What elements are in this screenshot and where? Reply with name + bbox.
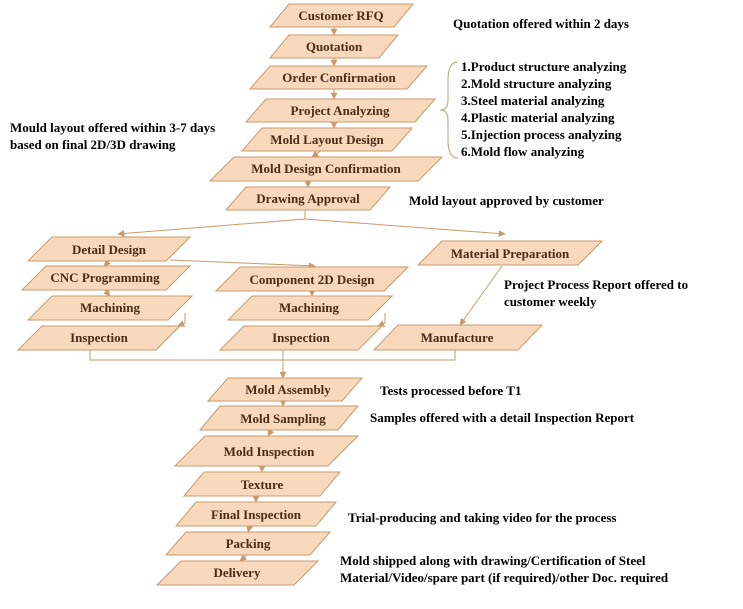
node-label-texture: Texture: [241, 477, 284, 492]
node-quotation: Quotation: [268, 34, 400, 59]
note-line: Material/Video/spare part (if required)/…: [340, 570, 669, 585]
connector-machining-inspection-mid: [377, 313, 386, 327]
node-label-project-analyzing: Project Analyzing: [290, 103, 390, 118]
node-label-inspection-mid: Inspection: [272, 330, 331, 345]
connector-merge-left: [89, 350, 287, 379]
node-mold-inspection: Mold Inspection: [173, 435, 360, 467]
note-process-report: Project Process Report offered to custom…: [504, 276, 688, 310]
node-delivery: Delivery: [155, 560, 320, 586]
node-label-mold-design-confirmation: Mold Design Confirmation: [251, 161, 401, 176]
node-label-packing: Packing: [226, 536, 271, 551]
node-label-mold-layout-design: Mold Layout Design: [270, 132, 384, 147]
node-label-delivery: Delivery: [214, 565, 261, 580]
analysis-item: 3.Steel material analyzing: [461, 93, 605, 108]
note-trial: Trial-producing and taking video for the…: [348, 510, 617, 525]
analysis-item: 5.Injection process analyzing: [461, 127, 622, 142]
analysis-item: 1.Product structure analyzing: [461, 59, 627, 74]
connector-branch-right: [304, 218, 506, 238]
node-mold-sampling: Mold Sampling: [198, 405, 360, 431]
node-label-machining-left: Machining: [80, 300, 140, 315]
node-texture: Texture: [182, 471, 342, 497]
node-customer-rfq: Customer RFQ: [268, 3, 415, 28]
note-layout-approved: Mold layout approved by customer: [409, 193, 604, 208]
connector-machining-inspection-left: [177, 313, 186, 327]
connector-merge-right: [283, 350, 456, 361]
node-inspection-mid: Inspection: [218, 325, 384, 351]
node-packing: Packing: [164, 531, 332, 556]
node-project-analyzing: Project Analyzing: [244, 98, 437, 123]
node-manufacture: Manufacture: [372, 324, 544, 351]
node-label-material-preparation: Material Preparation: [451, 246, 570, 261]
node-label-mold-inspection: Mold Inspection: [224, 444, 315, 459]
note-line: customer weekly: [504, 294, 597, 309]
node-mold-assembly: Mold Assembly: [206, 377, 364, 402]
analysis-item: 2.Mold structure analyzing: [461, 76, 612, 91]
note-quotation-time: Quotation offered within 2 days: [453, 16, 629, 31]
note-analysis-list: 1.Product structure analyzing 2.Mold str…: [461, 58, 626, 160]
node-label-component-2d-design: Component 2D Design: [250, 272, 376, 287]
node-label-machining-mid: Machining: [279, 300, 339, 315]
node-machining-left: Machining: [26, 295, 194, 321]
node-label-order-confirmation: Order Confirmation: [282, 70, 396, 85]
note-mould-layout: Mould layout offered within 3-7 days bas…: [10, 119, 215, 153]
note-line: Project Process Report offered to: [504, 277, 689, 292]
node-label-manufacture: Manufacture: [421, 330, 494, 345]
analysis-item: 6.Mold flow analyzing: [461, 144, 585, 159]
node-component-2d-design: Component 2D Design: [214, 266, 410, 292]
node-label-mold-sampling: Mold Sampling: [240, 411, 326, 426]
node-material-preparation: Material Preparation: [416, 240, 604, 266]
node-order-confirmation: Order Confirmation: [248, 65, 429, 90]
node-cnc-programming: CNC Programming: [20, 265, 192, 291]
node-label-customer-rfq: Customer RFQ: [298, 8, 383, 23]
node-label-quotation: Quotation: [306, 39, 363, 54]
node-inspection-left: Inspection: [16, 325, 182, 351]
analysis-bracket: [439, 61, 459, 159]
analysis-item: 4.Plastic material analyzing: [461, 110, 615, 125]
note-tests: Tests processed before T1: [380, 383, 522, 398]
node-label-mold-assembly: Mold Assembly: [245, 382, 331, 397]
node-mold-design-confirmation: Mold Design Confirmation: [208, 156, 444, 182]
connector-lines: [89, 27, 506, 562]
node-label-drawing-approval: Drawing Approval: [256, 191, 360, 206]
node-mold-layout-design: Mold Layout Design: [240, 127, 414, 152]
connector-approval-branch: [117, 209, 306, 237]
node-label-final-inspection: Final Inspection: [211, 507, 302, 522]
node-drawing-approval: Drawing Approval: [224, 186, 392, 211]
connector-material-manufacture: [459, 265, 503, 326]
node-label-cnc-programming: CNC Programming: [50, 270, 160, 285]
note-line: Mold shipped along with drawing/Certific…: [340, 553, 646, 568]
connector-detail-component: [169, 259, 316, 270]
note-line: based on final 2D/3D drawing: [10, 137, 176, 152]
node-final-inspection: Final Inspection: [174, 501, 338, 527]
node-label-inspection-left: Inspection: [70, 330, 129, 345]
process-nodes: Customer RFQ Quotation Order Confirmatio…: [16, 3, 604, 586]
note-samples: Samples offered with a detail Inspection…: [370, 410, 635, 425]
node-machining-mid: Machining: [226, 295, 394, 321]
node-label-detail-design: Detail Design: [72, 242, 147, 257]
note-shipping: Mold shipped along with drawing/Certific…: [340, 552, 668, 586]
note-line: Mould layout offered within 3-7 days: [10, 120, 216, 135]
node-detail-design: Detail Design: [26, 236, 192, 262]
